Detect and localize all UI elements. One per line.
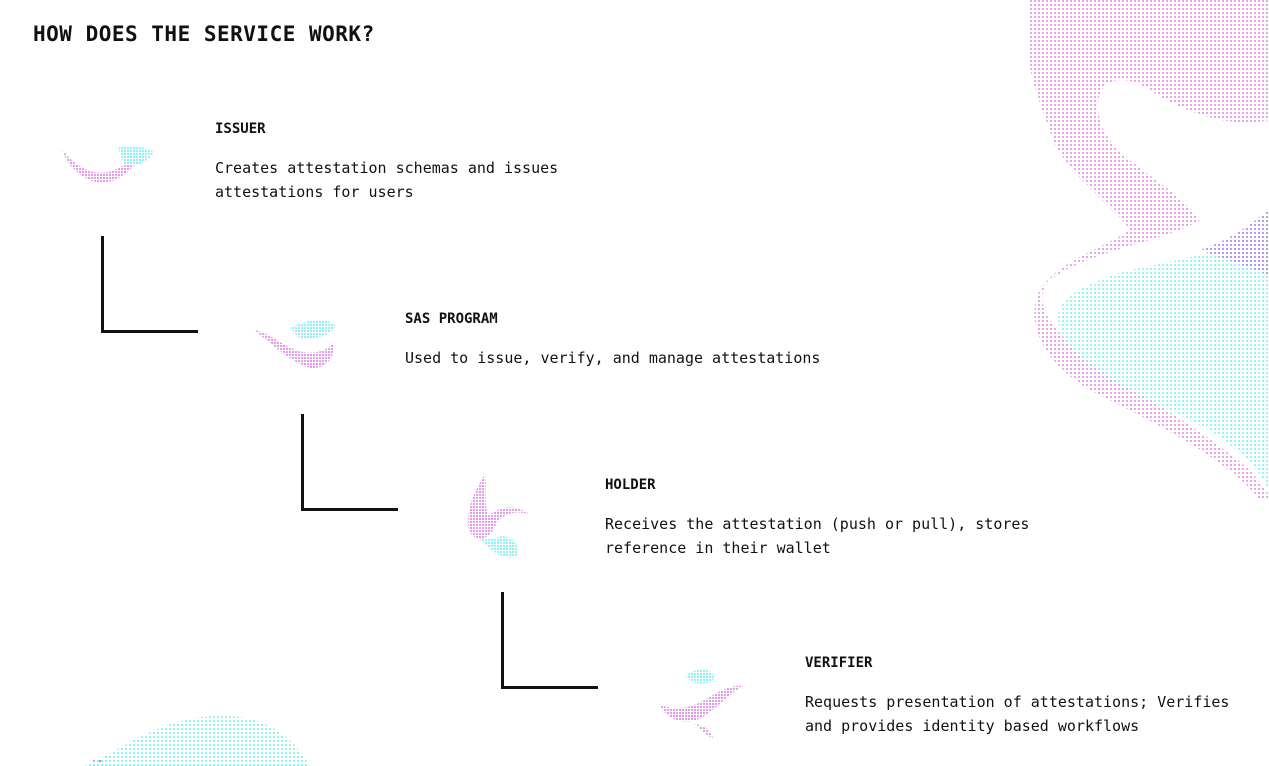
- holder-pixel-icon: [468, 474, 529, 558]
- issuer-pixel-icon: [62, 145, 154, 183]
- step-title: SAS PROGRAM: [405, 311, 498, 327]
- step-holder: HOLDER Receives the attestation (push or…: [605, 476, 1065, 560]
- decorative-pixel-mound: [85, 715, 310, 766]
- step-title: VERIFIER: [805, 655, 873, 671]
- verifier-pixel-icon: [659, 669, 743, 738]
- step-title: ISSUER: [215, 121, 266, 137]
- flow-connector: [301, 414, 398, 511]
- step-verifier: VERIFIER Requests presentation of attest…: [805, 654, 1265, 738]
- step-sas-program: SAS PROGRAM Used to issue, verify, and m…: [405, 310, 875, 370]
- step-issuer: ISSUER Creates attestation schemas and i…: [215, 120, 635, 204]
- page-title: HOW DOES THE SERVICE WORK?: [33, 22, 375, 46]
- flow-connector: [101, 236, 198, 333]
- flow-connector: [501, 592, 598, 689]
- step-description: Used to issue, verify, and manage attest…: [405, 349, 821, 367]
- sas-program-pixel-icon: [254, 320, 336, 369]
- step-description: Requests presentation of attestations; V…: [805, 693, 1230, 735]
- step-title: HOLDER: [605, 477, 656, 493]
- step-description: Creates attestation schemas and issues a…: [215, 159, 559, 201]
- decorative-pixel-wave: [1030, 0, 1269, 500]
- step-description: Receives the attestation (push or pull),…: [605, 515, 1030, 557]
